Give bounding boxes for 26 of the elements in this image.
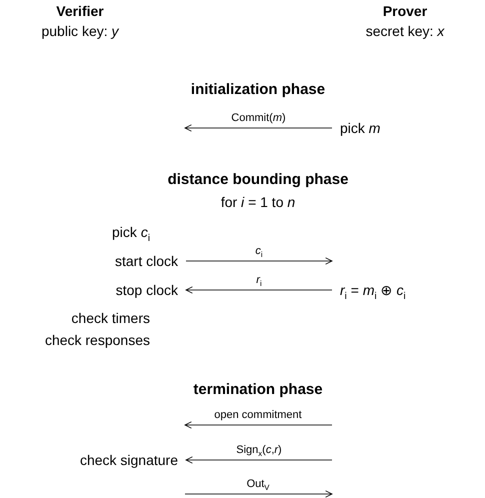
message-arrow	[186, 286, 332, 294]
message-label: c$_{i}$	[253, 245, 265, 258]
step-text: start clock	[114, 252, 178, 270]
message-arrow	[186, 257, 332, 265]
message-label: r$_{i}$	[254, 274, 264, 287]
phase-heading: termination phase	[193, 381, 323, 399]
phase-heading: initialization phase	[190, 81, 326, 99]
message-arrow	[186, 456, 332, 464]
message-label: Out$_{V}$	[246, 478, 270, 491]
loop-text: for i = 1 to n	[220, 193, 296, 211]
key-text: public key: y	[41, 22, 119, 40]
step-text: pick c$_{i}$	[112, 223, 150, 241]
message-label: Commit(m)	[229, 112, 288, 125]
step-text: check responses	[44, 331, 150, 349]
participant-name: Verifier	[55, 2, 105, 21]
step-text: check timers	[71, 309, 150, 327]
step-text: stop clock	[116, 281, 178, 299]
message-label: open commitment	[214, 409, 302, 422]
message-label: Sign$_{x}$(c,r)	[234, 444, 284, 457]
message-arrow	[184, 124, 332, 132]
participant-name: Prover	[382, 2, 428, 21]
phase-heading: distance bounding phase	[168, 171, 348, 189]
key-text: secret key: x	[366, 22, 444, 40]
step-text: check signature	[80, 451, 178, 469]
step-text: r$_{i}$ = m$_{i}$ ⊕ c$_{i}$	[340, 281, 406, 299]
step-text: pick m	[340, 119, 380, 137]
